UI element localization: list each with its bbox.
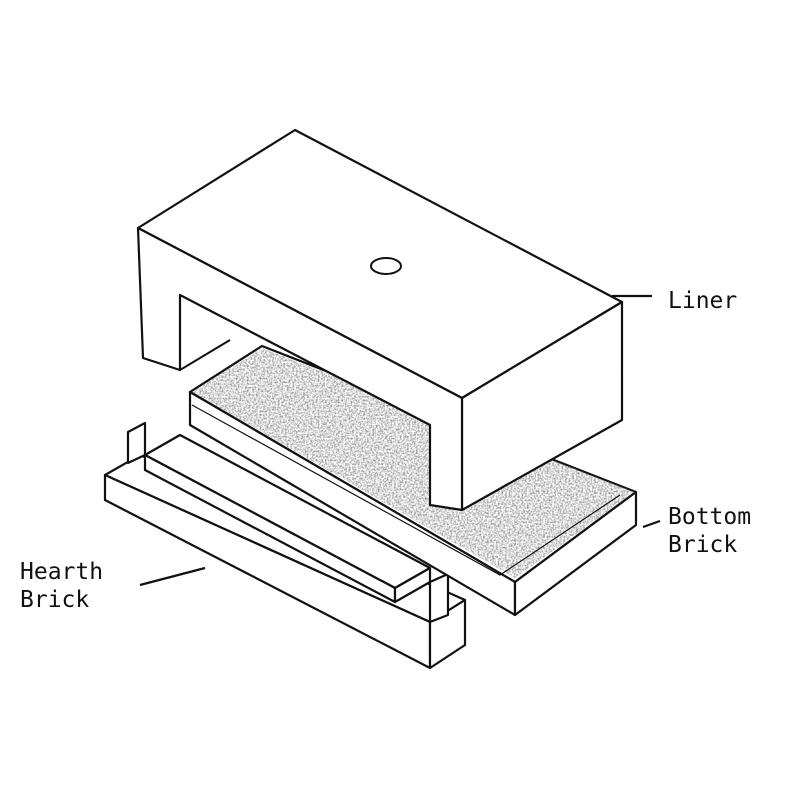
- hearth-brick-label-line1: Hearth: [20, 559, 104, 585]
- liner: [136, 128, 624, 512]
- bottom-brick-label-line2: Brick: [668, 532, 738, 558]
- bottom-brick-label-line1: Bottom: [668, 504, 752, 530]
- hearth-brick-leader: [139, 566, 206, 587]
- liner-hole: [370, 257, 402, 275]
- bottom-brick-label: Bottom Brick: [668, 503, 751, 559]
- hearth-brick-label: Hearth Brick: [20, 558, 103, 614]
- bottom-brick-leader: [642, 519, 661, 529]
- hearth-brick-label-line2: Brick: [20, 587, 90, 613]
- liner-label: Liner: [668, 288, 738, 314]
- hearth-brick: [103, 421, 467, 670]
